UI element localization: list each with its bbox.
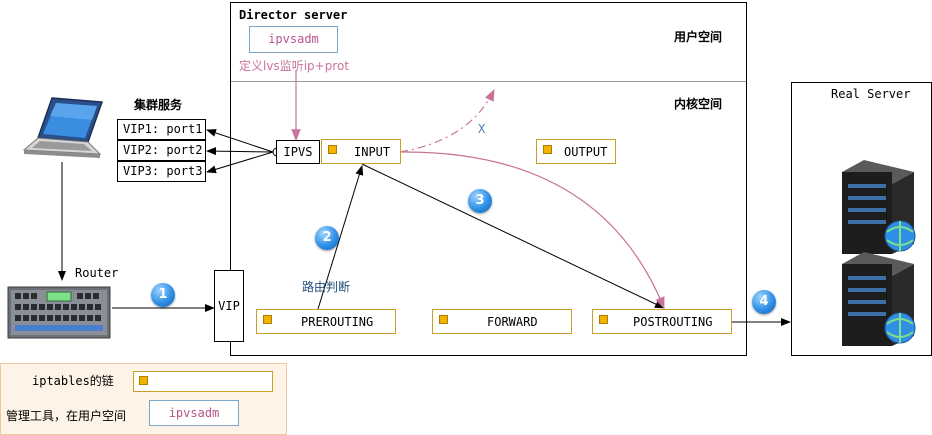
chain-marker-icon [328,145,337,154]
forward-chain: FORWARD [432,309,572,334]
user-space-label: 用户空间 [674,30,723,44]
chain-marker-icon [139,376,148,385]
vip2-box: VIP2: port2 [117,140,206,161]
step-3-badge: 3 [468,189,492,213]
step-4-badge: 4 [752,290,776,314]
ipvsadm-note: 定义lvs监听ip+prot [239,59,350,73]
vip-box: VIP [214,270,244,342]
server-icon [842,252,916,346]
legend-tool-label: 管理工具，在用户空间 [6,409,127,423]
prerouting-chain: PREROUTING [256,309,396,334]
chain-marker-icon [263,315,272,324]
laptop-icon [22,97,104,158]
ipvs-box: IPVS [276,140,320,164]
chain-marker-icon [543,145,552,154]
blocked-mark: X [478,122,486,136]
router-label: Router [75,266,119,280]
step-1-badge: 1 [151,283,175,307]
director-server-frame [230,2,747,356]
forward-chain-label: FORWARD [487,315,538,329]
output-chain: OUTPUT [536,139,616,164]
server-icon [842,160,916,254]
legend-tool-box: ipvsadm [149,400,239,426]
kernel-space-label: 内核空间 [674,97,723,111]
legend-chain-sample [133,371,273,392]
vip3-box: VIP3: port3 [117,161,206,182]
postrouting-chain: POSTROUTING [592,309,732,334]
output-chain-label: OUTPUT [564,145,608,159]
chain-marker-icon [439,315,448,324]
user-kernel-divider [231,81,746,82]
input-chain: INPUT [321,139,401,164]
legend-chain-label: iptables的链 [32,374,114,388]
chain-marker-icon [599,315,608,324]
cluster-title: 集群服务 [134,98,183,112]
routing-note: 路由判断 [302,280,351,294]
ipvsadm-box: ipvsadm [249,26,338,53]
director-title: Director server [239,8,348,22]
real-server-title: Real Server [831,87,911,101]
step-2-badge: 2 [315,226,339,250]
postrouting-chain-label: POSTROUTING [633,315,713,329]
router-icon [7,286,111,339]
prerouting-chain-label: PREROUTING [301,315,374,329]
input-chain-label: INPUT [354,145,391,159]
vip1-box: VIP1: port1 [117,119,206,140]
